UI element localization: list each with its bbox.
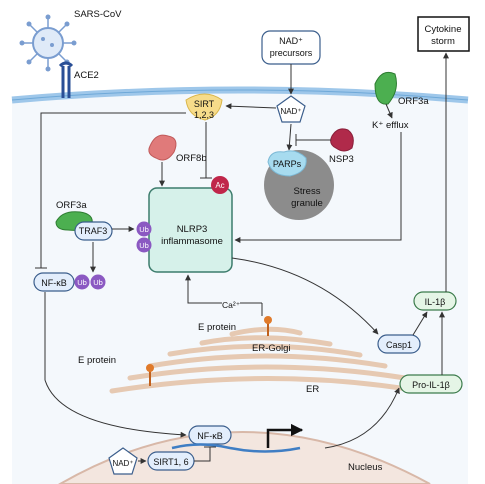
stress-granule-label-2: granule <box>291 198 323 209</box>
traf3-label: TRAF3 <box>79 226 108 236</box>
ac-label: Ac <box>215 181 224 190</box>
er-membranes <box>109 326 423 394</box>
k-efflux-label: K⁺ efflux <box>372 120 409 131</box>
nfkb-cyto-box <box>33 272 75 292</box>
cytokine-label-2: storm <box>431 36 455 47</box>
ca-label: Ca²⁺ <box>222 300 241 310</box>
parps-shape <box>267 150 307 177</box>
nsp3-label: NSP3 <box>329 154 354 165</box>
orf8b-label: ORF8b <box>176 153 207 164</box>
pro-il1b-box <box>399 374 463 394</box>
orf3a-left-label: ORF3a <box>56 200 87 211</box>
ace2-receptor-icon <box>58 61 74 98</box>
ub-badge-3 <box>74 274 90 290</box>
il1b-box <box>413 291 457 311</box>
e-protein-1-label: E protein <box>198 322 236 333</box>
ub-badge-2 <box>136 237 152 253</box>
sirt123-shape <box>185 93 223 121</box>
parps-label: PARPs <box>273 159 302 169</box>
cell-interior <box>12 90 468 484</box>
pro-il1b-label: Pro-IL-1β <box>412 380 450 390</box>
e-protein-1-icon <box>264 316 272 336</box>
nad-precursors-label-2: precursors <box>270 48 313 58</box>
sars-cov-virus-icon <box>19 14 77 72</box>
casp1-label: Casp1 <box>386 340 412 350</box>
transcription-arrow <box>266 423 304 448</box>
ub-badge-1 <box>136 221 152 237</box>
ub-label-4: Ub <box>93 278 103 287</box>
il1b-label: IL-1β <box>425 297 446 307</box>
e-protein-2-label: E protein <box>78 355 116 366</box>
ace2-label: ACE2 <box>74 70 99 81</box>
cell-membrane-inner <box>11 89 469 101</box>
cytokine-storm-box <box>417 16 470 52</box>
nad-bottom-label: NAD⁺ <box>112 459 133 468</box>
connectors <box>35 52 449 464</box>
traf3-box <box>74 221 113 241</box>
cytokine-label-1: Cytokine <box>425 24 462 35</box>
nlrp3-label-1: NLRP3 <box>177 224 208 235</box>
ub-label-3: Ub <box>77 278 87 287</box>
ub-badge-4 <box>90 274 106 290</box>
nsp3-protein-icon <box>330 128 354 152</box>
ac-badge <box>211 176 229 194</box>
virus-label: SARS-CoV <box>74 9 122 20</box>
nad-bottom-pentagon <box>108 447 138 475</box>
nfkb-nucleus-label: NF-κB <box>197 431 223 441</box>
nad-top-label: NAD⁺ <box>280 107 301 116</box>
ub-label-2: Ub <box>139 241 149 250</box>
orf3a-top-label: ORF3a <box>398 96 429 107</box>
e-protein-2-icon <box>146 364 154 386</box>
stress-granule-label-1: Stress <box>294 186 321 197</box>
sirt16-label: SIRT1, 6 <box>153 457 188 467</box>
er-golgi-label: ER-Golgi <box>252 343 291 354</box>
nlrp3-label-2: inflammasome <box>161 236 223 247</box>
nad-precursors-label-1: NAD⁺ <box>279 36 303 46</box>
casp1-box <box>377 334 421 354</box>
er-label: ER <box>306 384 319 395</box>
sirt123-label-1: SIRT <box>194 99 215 109</box>
sirt123-label-2: 1,2,3 <box>194 110 214 120</box>
ub-label-1: Ub <box>139 225 149 234</box>
nucleus-label: Nucleus <box>348 462 383 473</box>
orf8b-protein-icon <box>148 134 177 161</box>
nfkb-cyto-label: NF-κB <box>41 278 67 288</box>
dna-strand <box>171 443 301 453</box>
orf3a-top-protein-icon <box>374 71 397 105</box>
nad-top-pentagon <box>276 95 306 123</box>
